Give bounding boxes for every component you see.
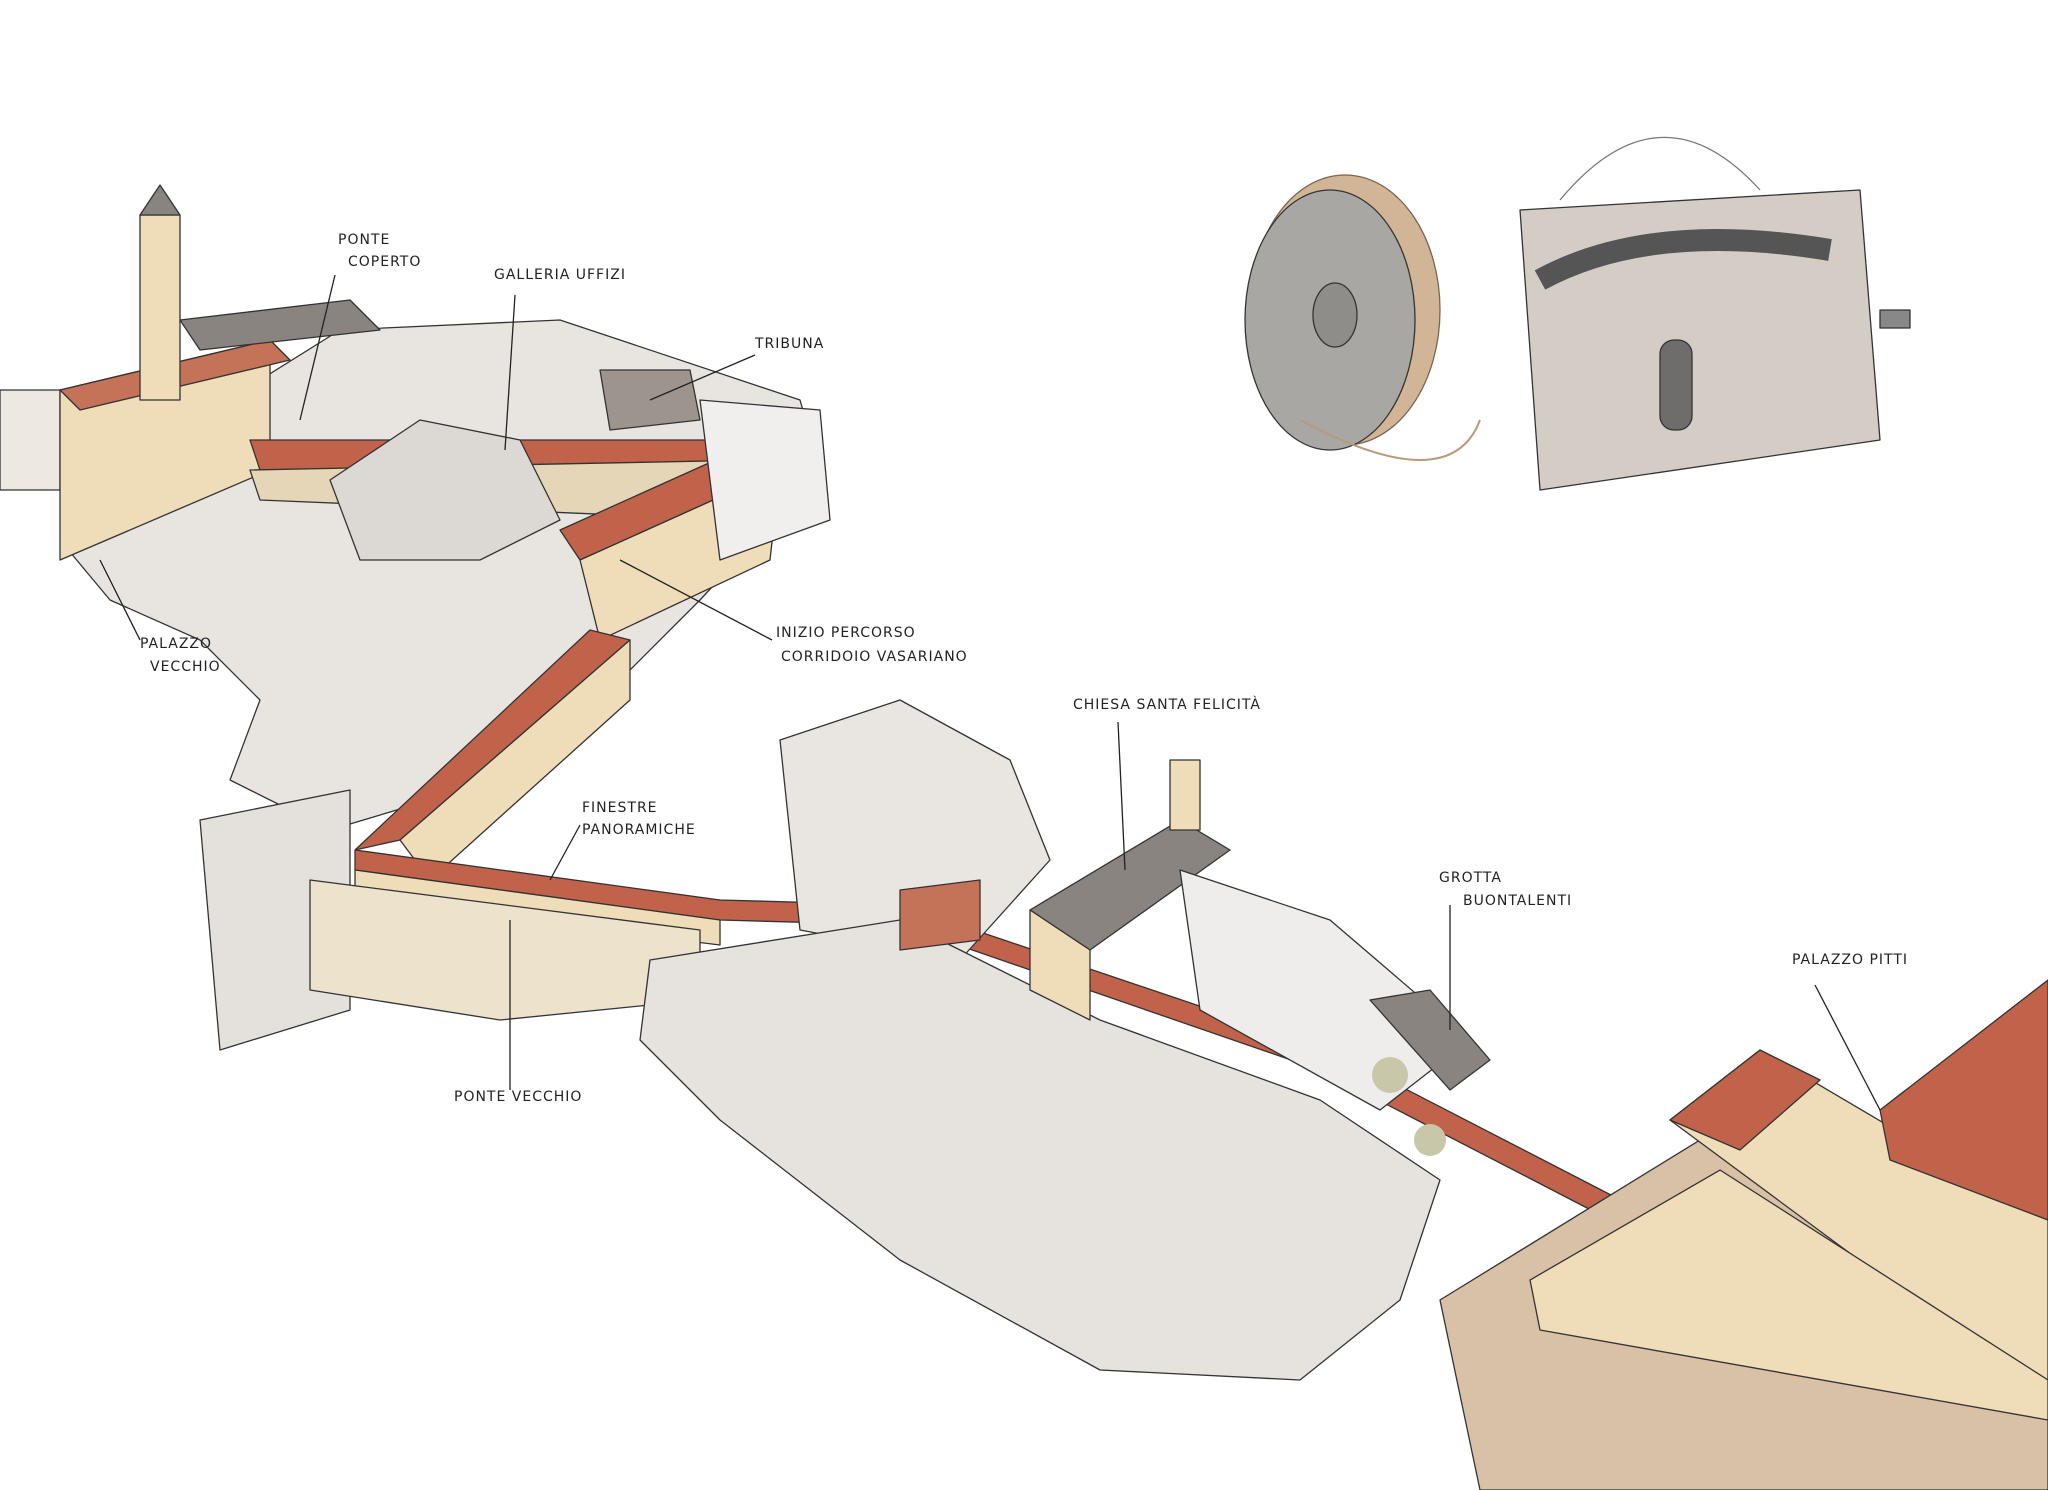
label-ponte-coperto-2: Coperto (348, 254, 422, 270)
label-ponte-vecchio: Ponte Vecchio (454, 1089, 583, 1105)
label-ponte-coperto-1: Ponte (338, 232, 391, 248)
label-grotta-buontalenti-2: Buontalenti (1463, 893, 1573, 909)
label-galleria-uffizi: Galleria Uffizi (494, 267, 626, 283)
label-chiesa-santa-felicita: Chiesa Santa Felicità (1073, 697, 1261, 713)
uffizi-district (0, 184, 831, 831)
label-finestre-panoramiche-2: panoramiche (582, 822, 696, 838)
label-palazzo-pitti: Palazzo Pitti (1792, 952, 1909, 968)
palazzo-pitti (1439, 979, 2048, 1490)
label-inizio-percorso-2: corridoio Vasariano (781, 649, 968, 665)
label-palazzo-vecchio-2: Vecchio (150, 659, 221, 675)
field-telephone-illustration (1244, 136, 1911, 491)
label-leader-lines (99, 274, 1881, 1111)
label-inizio-percorso-1: Inizio percorso (776, 625, 916, 641)
label-tribuna: Tribuna (755, 336, 825, 352)
oltrarno-district (199, 699, 1491, 1381)
label-grotta-buontalenti-1: Grotta (1439, 870, 1502, 886)
label-palazzo-vecchio-1: Palazzo (140, 636, 213, 652)
label-finestre-panoramiche-1: Finestre (582, 800, 658, 816)
